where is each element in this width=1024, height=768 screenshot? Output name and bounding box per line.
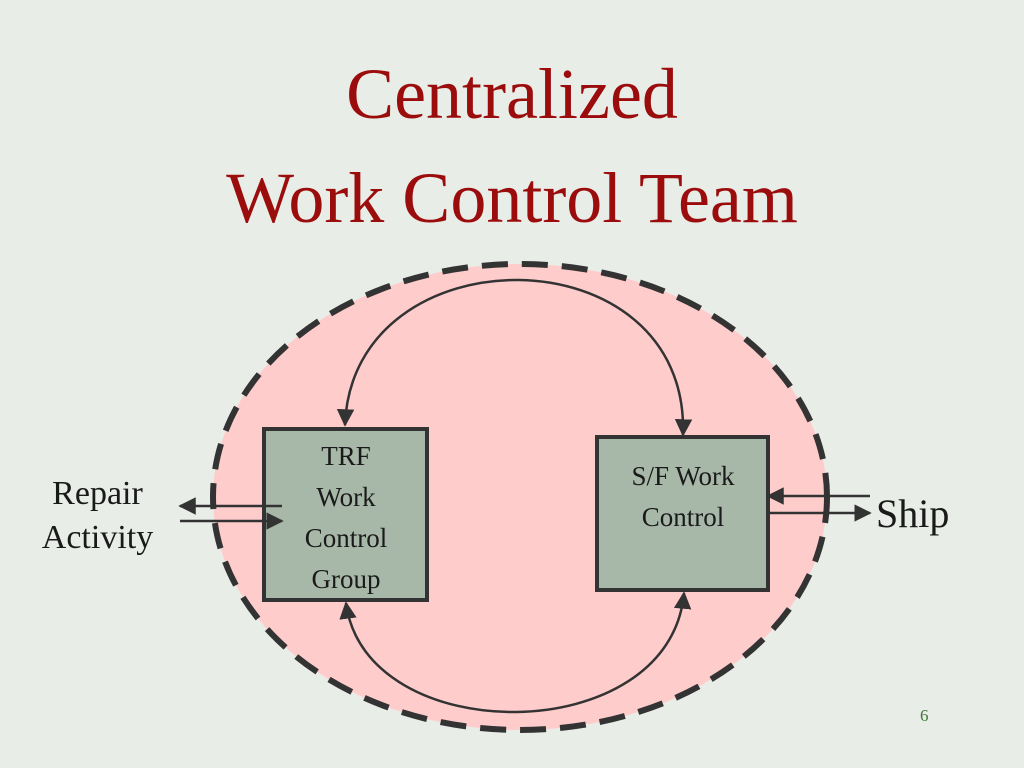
page-number: 6: [920, 706, 929, 725]
trf-work-control-box: [262, 427, 429, 602]
ship-label: Ship: [876, 491, 950, 536]
sf-box-label: S/F Work Control: [631, 461, 735, 532]
bottom-flow-arrow: [339, 591, 692, 714]
top-flow-arrow: [336, 278, 693, 437]
repair-activity-label: Repair Activity: [41, 475, 154, 556]
title-line-2: Work Control Team: [226, 158, 798, 238]
title-line-1: Centralized: [346, 54, 678, 134]
trf-box-label: TRF Work Control Group: [304, 441, 388, 594]
sf-work-control-box: [595, 435, 770, 592]
